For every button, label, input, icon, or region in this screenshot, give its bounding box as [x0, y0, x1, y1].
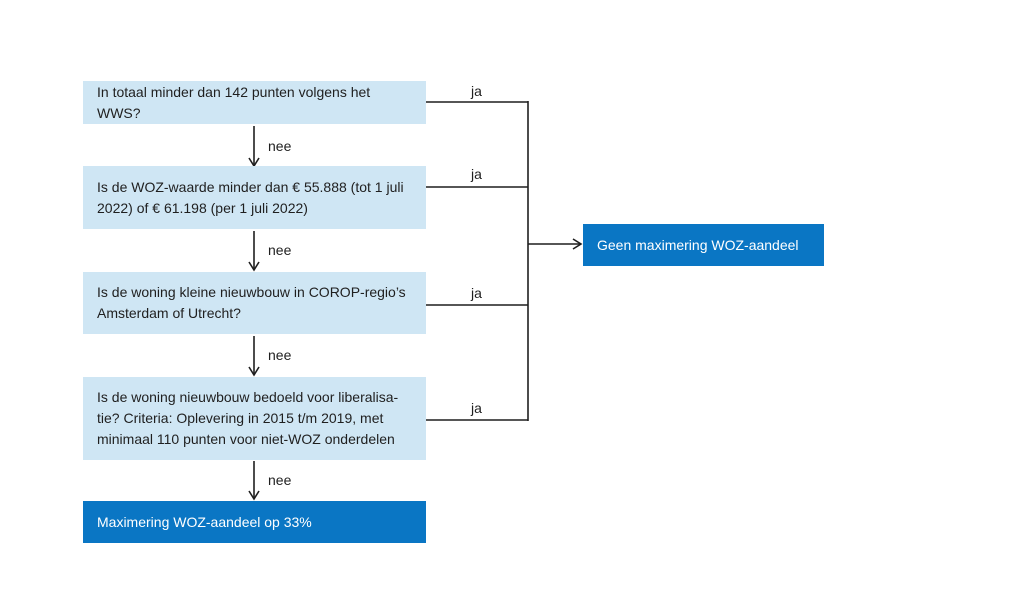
question-box-1: In totaal minder dan 142 punten volgens … — [83, 81, 426, 124]
yes-label-3: ja — [471, 285, 482, 301]
no-label-3: nee — [268, 347, 292, 363]
yes-label-4: ja — [471, 400, 482, 416]
no-label-4: nee — [268, 472, 292, 488]
outcome-max-33-box: Maximering WOZ-aandeel op 33% — [83, 501, 426, 543]
yes-label-1: ja — [471, 83, 482, 99]
no-label-1: nee — [268, 138, 292, 154]
no-label-2: nee — [268, 242, 292, 258]
question-box-2: Is de WOZ-waarde minder dan € 55.888 (to… — [83, 166, 426, 229]
question-box-4: Is de woning nieuwbouw bedoeld voor libe… — [83, 377, 426, 460]
yes-label-2: ja — [471, 166, 482, 182]
outcome-no-max-box: Geen maximering WOZ-aandeel — [583, 224, 824, 266]
question-box-3: Is de woning kleine nieuwbouw in COROP-r… — [83, 272, 426, 334]
